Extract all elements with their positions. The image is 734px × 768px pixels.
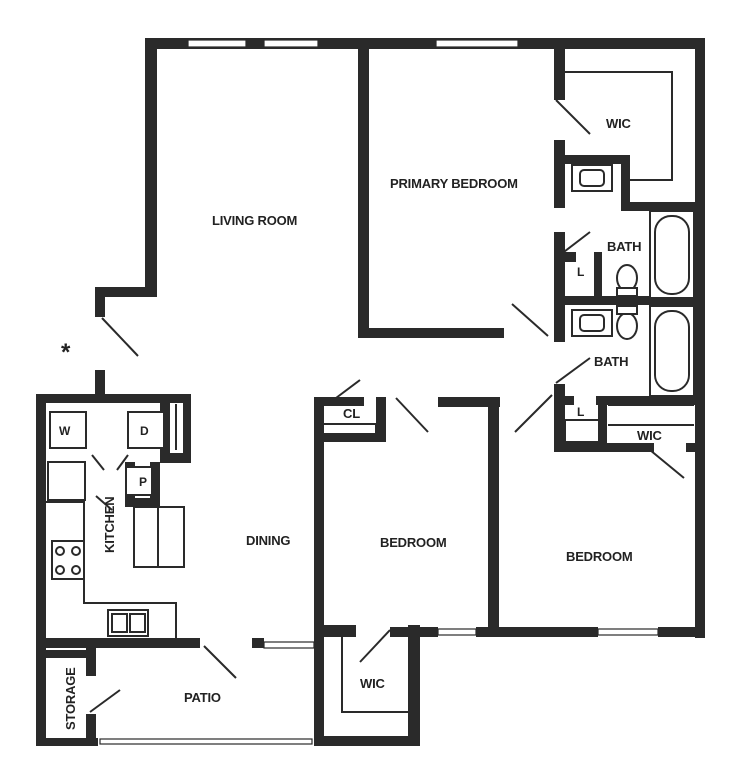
- bathtub-icon: [649, 305, 695, 397]
- sink-icon: [571, 164, 613, 192]
- doors: [89, 99, 685, 713]
- linen-second-label: L: [577, 405, 584, 419]
- built-ins: [46, 71, 694, 713]
- appliances: [49, 411, 165, 637]
- living-room-label: LIVING ROOM: [212, 213, 297, 228]
- sink-icon: [571, 309, 613, 337]
- bathtub-icon: [649, 210, 695, 299]
- wic-right-label: WIC: [637, 428, 662, 443]
- exterior-walls: [36, 38, 705, 746]
- windows: [99, 39, 659, 745]
- stove-icon: [51, 540, 85, 580]
- entry-marker-icon: *: [61, 339, 71, 366]
- washer-label: W: [59, 424, 71, 438]
- room-labels: LIVING ROOM PRIMARY BEDROOM WIC BATH BAT…: [63, 116, 663, 730]
- primary-bedroom-label: PRIMARY BEDROOM: [390, 176, 518, 191]
- bath-second-label: BATH: [594, 354, 628, 369]
- kitchen-label: KITCHEN: [102, 497, 117, 553]
- toilet-icon: [616, 264, 638, 297]
- bedroom-center-label: BEDROOM: [380, 535, 447, 550]
- bath-primary-label: BATH: [607, 239, 641, 254]
- wic-bottom-label: WIC: [360, 676, 385, 691]
- patio-label: PATIO: [184, 690, 221, 705]
- dryer-label: D: [140, 424, 149, 438]
- bath-fixtures: [571, 164, 695, 397]
- linen-primary-label: L: [577, 265, 584, 279]
- pantry-label: P: [139, 475, 147, 489]
- closet-label: CL: [343, 406, 360, 421]
- bedroom-right-label: BEDROOM: [566, 549, 633, 564]
- dining-label: DINING: [246, 533, 290, 548]
- fixture-labels: W D P L L: [59, 265, 584, 489]
- kitchen-sink-icon: [107, 609, 149, 637]
- storage-label: STORAGE: [63, 667, 78, 730]
- toilet-icon: [616, 305, 638, 340]
- wic-primary-label: WIC: [606, 116, 631, 131]
